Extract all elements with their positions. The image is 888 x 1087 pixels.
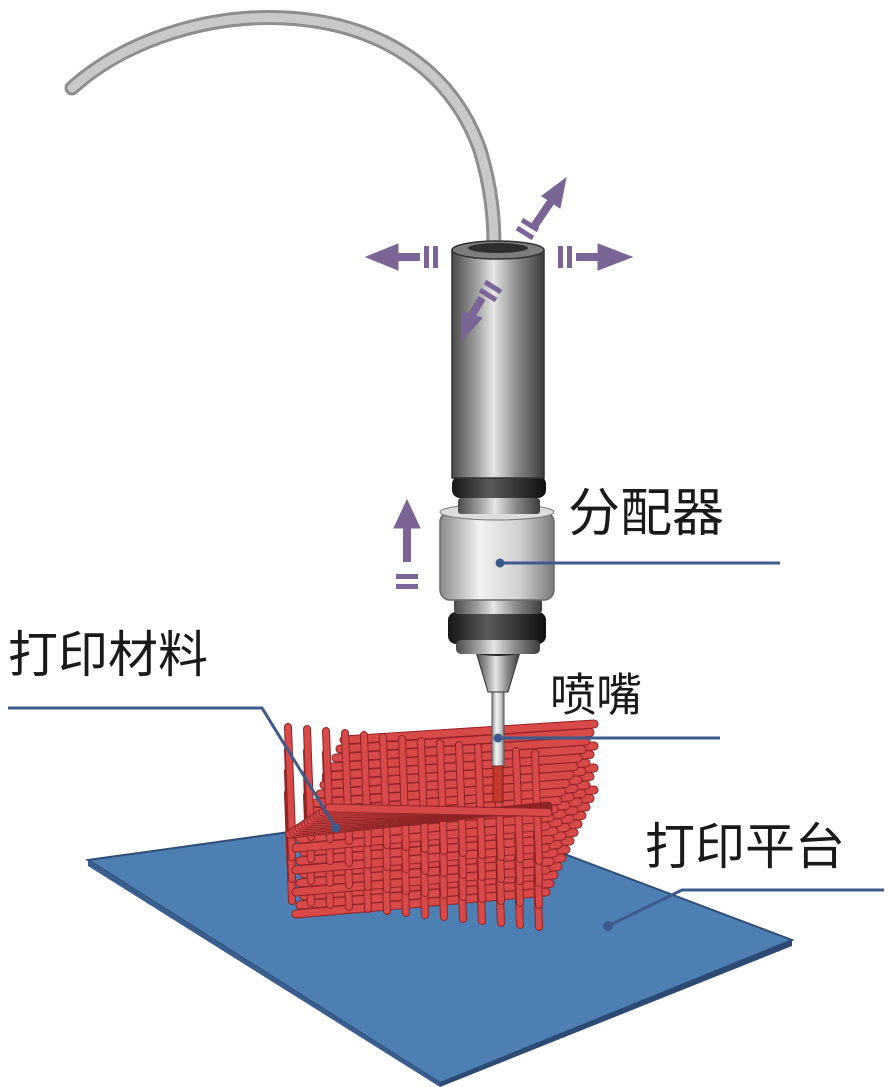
nozzle-tip bbox=[492, 765, 504, 803]
leader-lines bbox=[8, 561, 884, 928]
arrow-front-icon bbox=[461, 279, 503, 342]
arrow-back-icon bbox=[515, 176, 567, 241]
printed-material-lattice bbox=[284, 719, 599, 931]
label-dispenser: 分配器 bbox=[568, 484, 725, 544]
label-print-material: 打印材料 bbox=[8, 626, 208, 684]
dispenser-body bbox=[439, 503, 555, 601]
arrow-right-icon bbox=[597, 243, 634, 271]
nozzle-needle bbox=[491, 689, 505, 767]
label-nozzle: 喷嘴 bbox=[550, 668, 642, 722]
leader-material bbox=[8, 706, 338, 829]
motion-arrows bbox=[364, 176, 634, 589]
arrow-left-icon bbox=[364, 243, 399, 271]
arrow-up-icon bbox=[393, 498, 421, 589]
supply-tube bbox=[64, 10, 502, 256]
label-print-platform: 打印平台 bbox=[645, 818, 845, 876]
leader-platform bbox=[607, 888, 884, 928]
print-head-barrel bbox=[451, 240, 545, 479]
